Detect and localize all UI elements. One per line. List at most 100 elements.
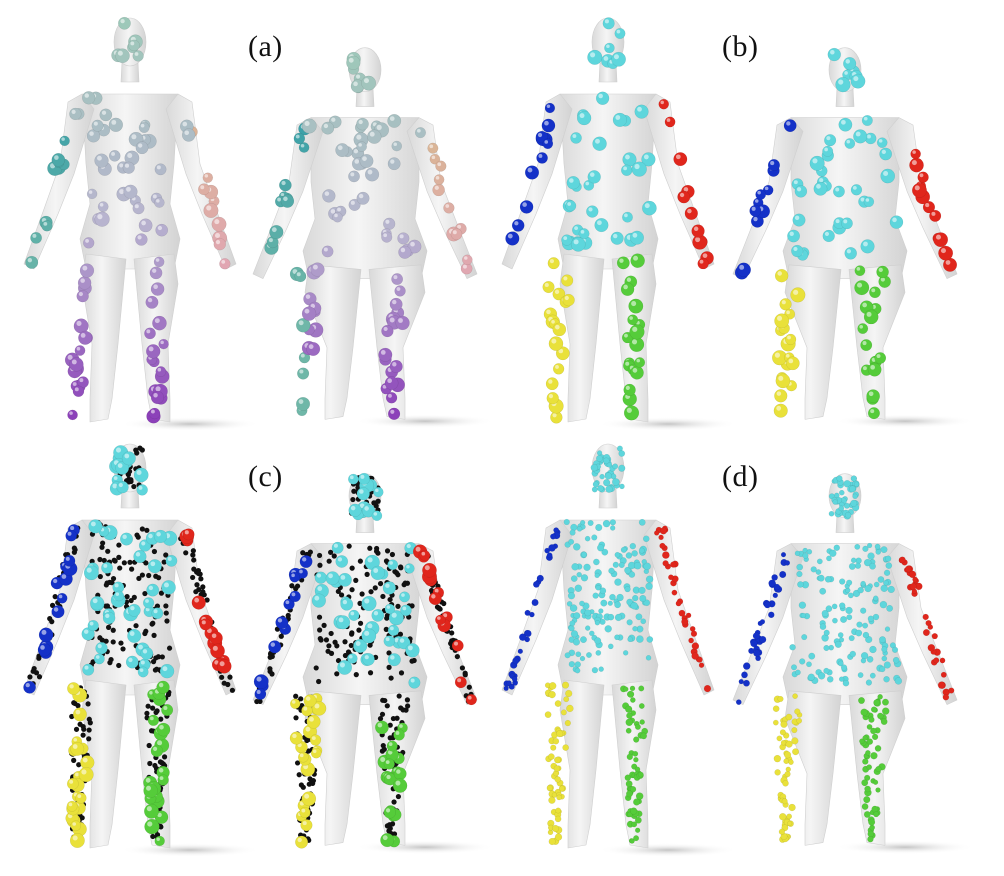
black-point: [293, 586, 299, 592]
figure-b-right: [732, 47, 975, 429]
point-highlight: [846, 249, 852, 254]
ground-shadow: [355, 840, 495, 855]
point-torso: [108, 117, 124, 132]
point-torso: [362, 653, 375, 666]
point-torso: [875, 549, 882, 555]
point-highlight: [142, 649, 148, 654]
point-lLeg: [297, 751, 309, 763]
point-rArm: [685, 612, 692, 619]
point-highlight: [212, 645, 218, 651]
point-torso: [794, 185, 808, 198]
black-point: [345, 649, 352, 655]
point-lArm: [56, 592, 68, 604]
point-rLeg: [859, 738, 865, 744]
point-torso: [638, 586, 646, 595]
point-torso: [573, 612, 581, 620]
point-lLeg: [774, 313, 790, 329]
point-highlight: [194, 597, 200, 603]
point-highlight: [337, 207, 341, 212]
point-torso: [356, 117, 369, 131]
point-highlight: [389, 626, 394, 631]
point-rArm: [450, 228, 463, 241]
point-lLeg: [556, 794, 562, 801]
point-lArm: [544, 102, 556, 114]
point-torso: [634, 104, 649, 119]
point-rLeg: [634, 827, 641, 833]
black-point: [364, 571, 370, 577]
point-lLeg: [783, 758, 790, 765]
point-torso: [865, 679, 873, 686]
point-lLeg: [548, 690, 556, 699]
black-point: [110, 627, 116, 633]
point-highlight: [76, 346, 81, 351]
black-point: [127, 559, 133, 565]
point-highlight: [128, 657, 133, 663]
point-torso: [161, 580, 176, 595]
point-torso: [127, 603, 141, 617]
point-highlight: [130, 41, 135, 46]
point-highlight: [876, 354, 881, 359]
point-lLeg: [777, 695, 784, 703]
point-rLeg: [880, 718, 888, 725]
figure-a-right: [252, 47, 495, 429]
point-rLeg: [155, 366, 167, 377]
point-torso: [626, 619, 633, 626]
point-rLeg: [633, 736, 640, 743]
point-highlight: [863, 116, 868, 121]
point-highlight: [298, 320, 304, 326]
point-highlight: [69, 411, 73, 415]
black-point: [125, 472, 132, 478]
point-highlight: [67, 531, 72, 536]
point-lArm: [742, 662, 751, 670]
point-head: [118, 16, 131, 30]
ground-shadow: [598, 843, 738, 857]
point-torso: [885, 562, 893, 569]
point-rArm: [905, 565, 912, 573]
point-rLeg: [877, 712, 884, 720]
point-lArm: [736, 262, 752, 278]
point-highlight: [373, 512, 378, 516]
point-highlight: [549, 259, 554, 264]
point-highlight: [146, 329, 151, 334]
point-rArm: [427, 142, 439, 154]
point-highlight: [153, 284, 158, 290]
point-torso: [569, 529, 576, 536]
point-highlight: [85, 239, 89, 243]
point-rLeg: [156, 680, 170, 694]
black-point: [356, 627, 362, 633]
point-highlight: [399, 724, 403, 728]
point-rLeg: [875, 765, 882, 773]
point-highlight: [631, 339, 638, 345]
black-point: [397, 631, 404, 637]
point-lLeg: [289, 731, 303, 745]
point-highlight: [401, 593, 405, 597]
point-highlight: [156, 199, 160, 203]
black-point: [285, 612, 291, 619]
black-point: [384, 548, 391, 554]
black-point: [144, 710, 150, 716]
black-point: [269, 671, 275, 677]
point-highlight: [793, 246, 798, 252]
point-head: [836, 475, 843, 482]
point-lLeg: [553, 765, 561, 772]
point-torso: [140, 647, 154, 660]
point-highlight: [514, 221, 519, 226]
point-torso: [135, 233, 148, 246]
point-lArm: [517, 648, 524, 655]
point-highlight: [146, 806, 152, 812]
point-rLeg: [875, 787, 881, 793]
point-rArm: [219, 258, 231, 270]
black-point: [437, 606, 443, 612]
black-point: [348, 642, 354, 649]
point-rArm: [684, 206, 698, 221]
point-lLeg: [779, 298, 792, 311]
point-highlight: [866, 134, 871, 139]
figure-c-right: [252, 472, 495, 855]
point-highlight: [410, 678, 415, 683]
point-lArm: [541, 118, 556, 133]
point-highlight: [563, 276, 568, 281]
point-rArm: [912, 576, 919, 583]
black-point: [163, 552, 169, 558]
point-rLeg: [633, 756, 639, 763]
point-rArm: [908, 570, 917, 579]
